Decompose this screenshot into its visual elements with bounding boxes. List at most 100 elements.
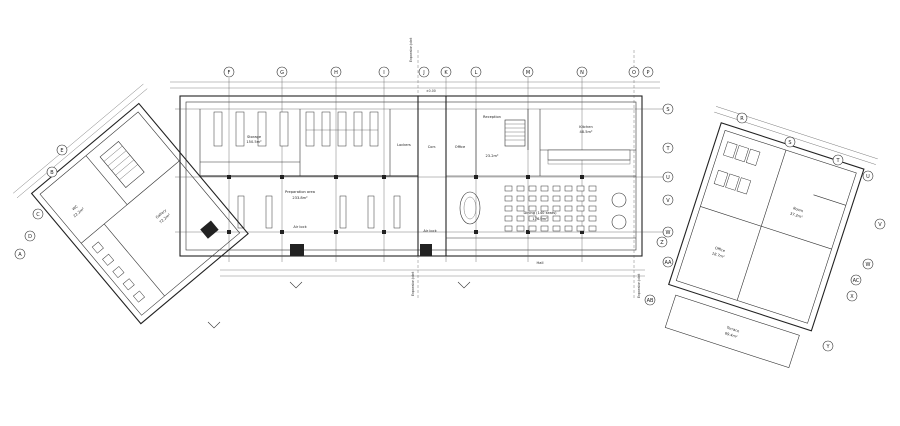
grid-right-U-label: U (666, 175, 670, 181)
dining-table (516, 215, 525, 222)
dining-table (504, 185, 513, 192)
grid-left-D-label: D (28, 234, 32, 240)
stair (504, 119, 526, 147)
grid-pav-R-label: R (740, 116, 744, 122)
grid-right-U-bubble (662, 171, 674, 183)
room-label-office: Office (455, 145, 466, 149)
room-label-reception: Reception (483, 115, 501, 119)
grid-right-T-bubble (662, 142, 674, 154)
room-label-prep: Preparation area (285, 190, 315, 194)
grid-pav-U-bubble (862, 170, 874, 182)
grid-top-I-label: I (383, 70, 384, 76)
room-label-pav-1: Room (793, 206, 804, 213)
dining-table (540, 205, 549, 212)
dining-table (588, 225, 597, 232)
dining-table (564, 185, 573, 192)
grid-left-E-label: E (60, 148, 63, 154)
grid-left-B-bubble (46, 166, 58, 178)
grid-top-L-label: L (475, 70, 478, 76)
grid-right-V-label: V (666, 198, 670, 204)
room-area-gallery: 72.2m² (159, 213, 172, 225)
dining-table (540, 215, 549, 222)
grid-pav-AA-bubble (662, 256, 674, 268)
dining-table (540, 195, 549, 202)
dining-table (564, 195, 573, 202)
grid-right-S-label: S (666, 107, 669, 113)
grid-pav-W-bubble (862, 258, 874, 270)
room-area-prep: 233.8m² (292, 196, 308, 200)
note-expansion-bottom: Expansion joint (411, 271, 415, 296)
grid-pav-R-bubble (736, 112, 748, 124)
room-area-wc: 22.2m² (73, 206, 86, 218)
dining-table (552, 225, 561, 232)
dining-table (588, 185, 597, 192)
dining-table (552, 185, 561, 192)
room-label-lockers: Lockers (397, 143, 411, 147)
grid-pav-Y-label: Y (825, 344, 830, 350)
dining-table (516, 205, 525, 212)
grid-pav-T-bubble (832, 154, 844, 166)
dining-table (576, 215, 585, 222)
grid-top-G-label: G (280, 70, 284, 76)
grid-left-E-bubble (56, 144, 68, 156)
dining-table (588, 195, 597, 202)
grid-pav-U-label: U (866, 174, 870, 180)
room-area-kitchen: 48.5m² (580, 130, 594, 134)
grid-right-W-bubble (662, 226, 674, 238)
grid-top-K-bubble (440, 66, 452, 78)
room-label-wc: WC (71, 204, 79, 211)
grid-top-H-bubble (330, 66, 342, 78)
dining-table (516, 225, 525, 232)
room-area-storage: 150.5m² (246, 140, 262, 144)
grid-top-J-bubble (418, 66, 430, 78)
room-label-terrace: Terrace (725, 325, 740, 333)
grid-top-O-label: O (632, 70, 636, 76)
grid-top-P-bubble (642, 66, 654, 78)
grid-left-B-label: B (50, 170, 54, 176)
dining-table (552, 205, 561, 212)
grid-pav-AC-label: AC (853, 278, 860, 284)
dining-table (504, 205, 513, 212)
dining-table (576, 185, 585, 192)
grid-top-F-bubble (223, 66, 235, 78)
grid-left-C-label: C (36, 212, 40, 218)
room-label-airlock-a: Air lock (293, 225, 307, 229)
dining-tables (504, 185, 597, 232)
grid-pav-S-bubble (784, 136, 796, 148)
note-level: ±0.00 (426, 89, 436, 93)
room-area-pav-2: 18.7m² (711, 251, 725, 259)
room-label-dining: Dining (140 seats) (523, 211, 557, 215)
dining-table (564, 215, 573, 222)
grid-right-W-label: W (666, 230, 671, 236)
grid-top-H-label: H (334, 70, 338, 76)
grid-right-S-bubble (662, 103, 674, 115)
grid-top-F-label: F (228, 70, 231, 76)
grid-pav-AB-bubble (644, 294, 656, 306)
grid-pav-Y-bubble (822, 340, 834, 352)
grid-top-N-bubble (576, 66, 588, 78)
dining-table (504, 225, 513, 232)
grid-pav-X-bubble (846, 290, 858, 302)
dining-table (564, 205, 573, 212)
grid-top-M-bubble (522, 66, 534, 78)
grid-top-P-label: P (646, 70, 649, 76)
grid-pav-V-label: V (878, 222, 882, 228)
grid-right-T-label: T (665, 146, 670, 152)
dining-table (528, 205, 537, 212)
grid-left-D-bubble (24, 230, 36, 242)
grid-top-G-bubble (276, 66, 288, 78)
dining-table (516, 185, 525, 192)
grid-left-A-label: A (18, 252, 22, 258)
room-label-gallery: Gallery (155, 208, 168, 220)
dining-table (564, 225, 573, 232)
grid-pav-S-label: S (788, 140, 791, 146)
room-label-pav-2: Office (714, 246, 726, 253)
grid-pav-AC-bubble (850, 274, 862, 286)
dining-table (576, 225, 585, 232)
grid-pav-Z-label: Z (660, 240, 664, 246)
grid-top-L-bubble (470, 66, 482, 78)
dining-table (576, 205, 585, 212)
room-label-corridor: Corr. (428, 145, 436, 149)
